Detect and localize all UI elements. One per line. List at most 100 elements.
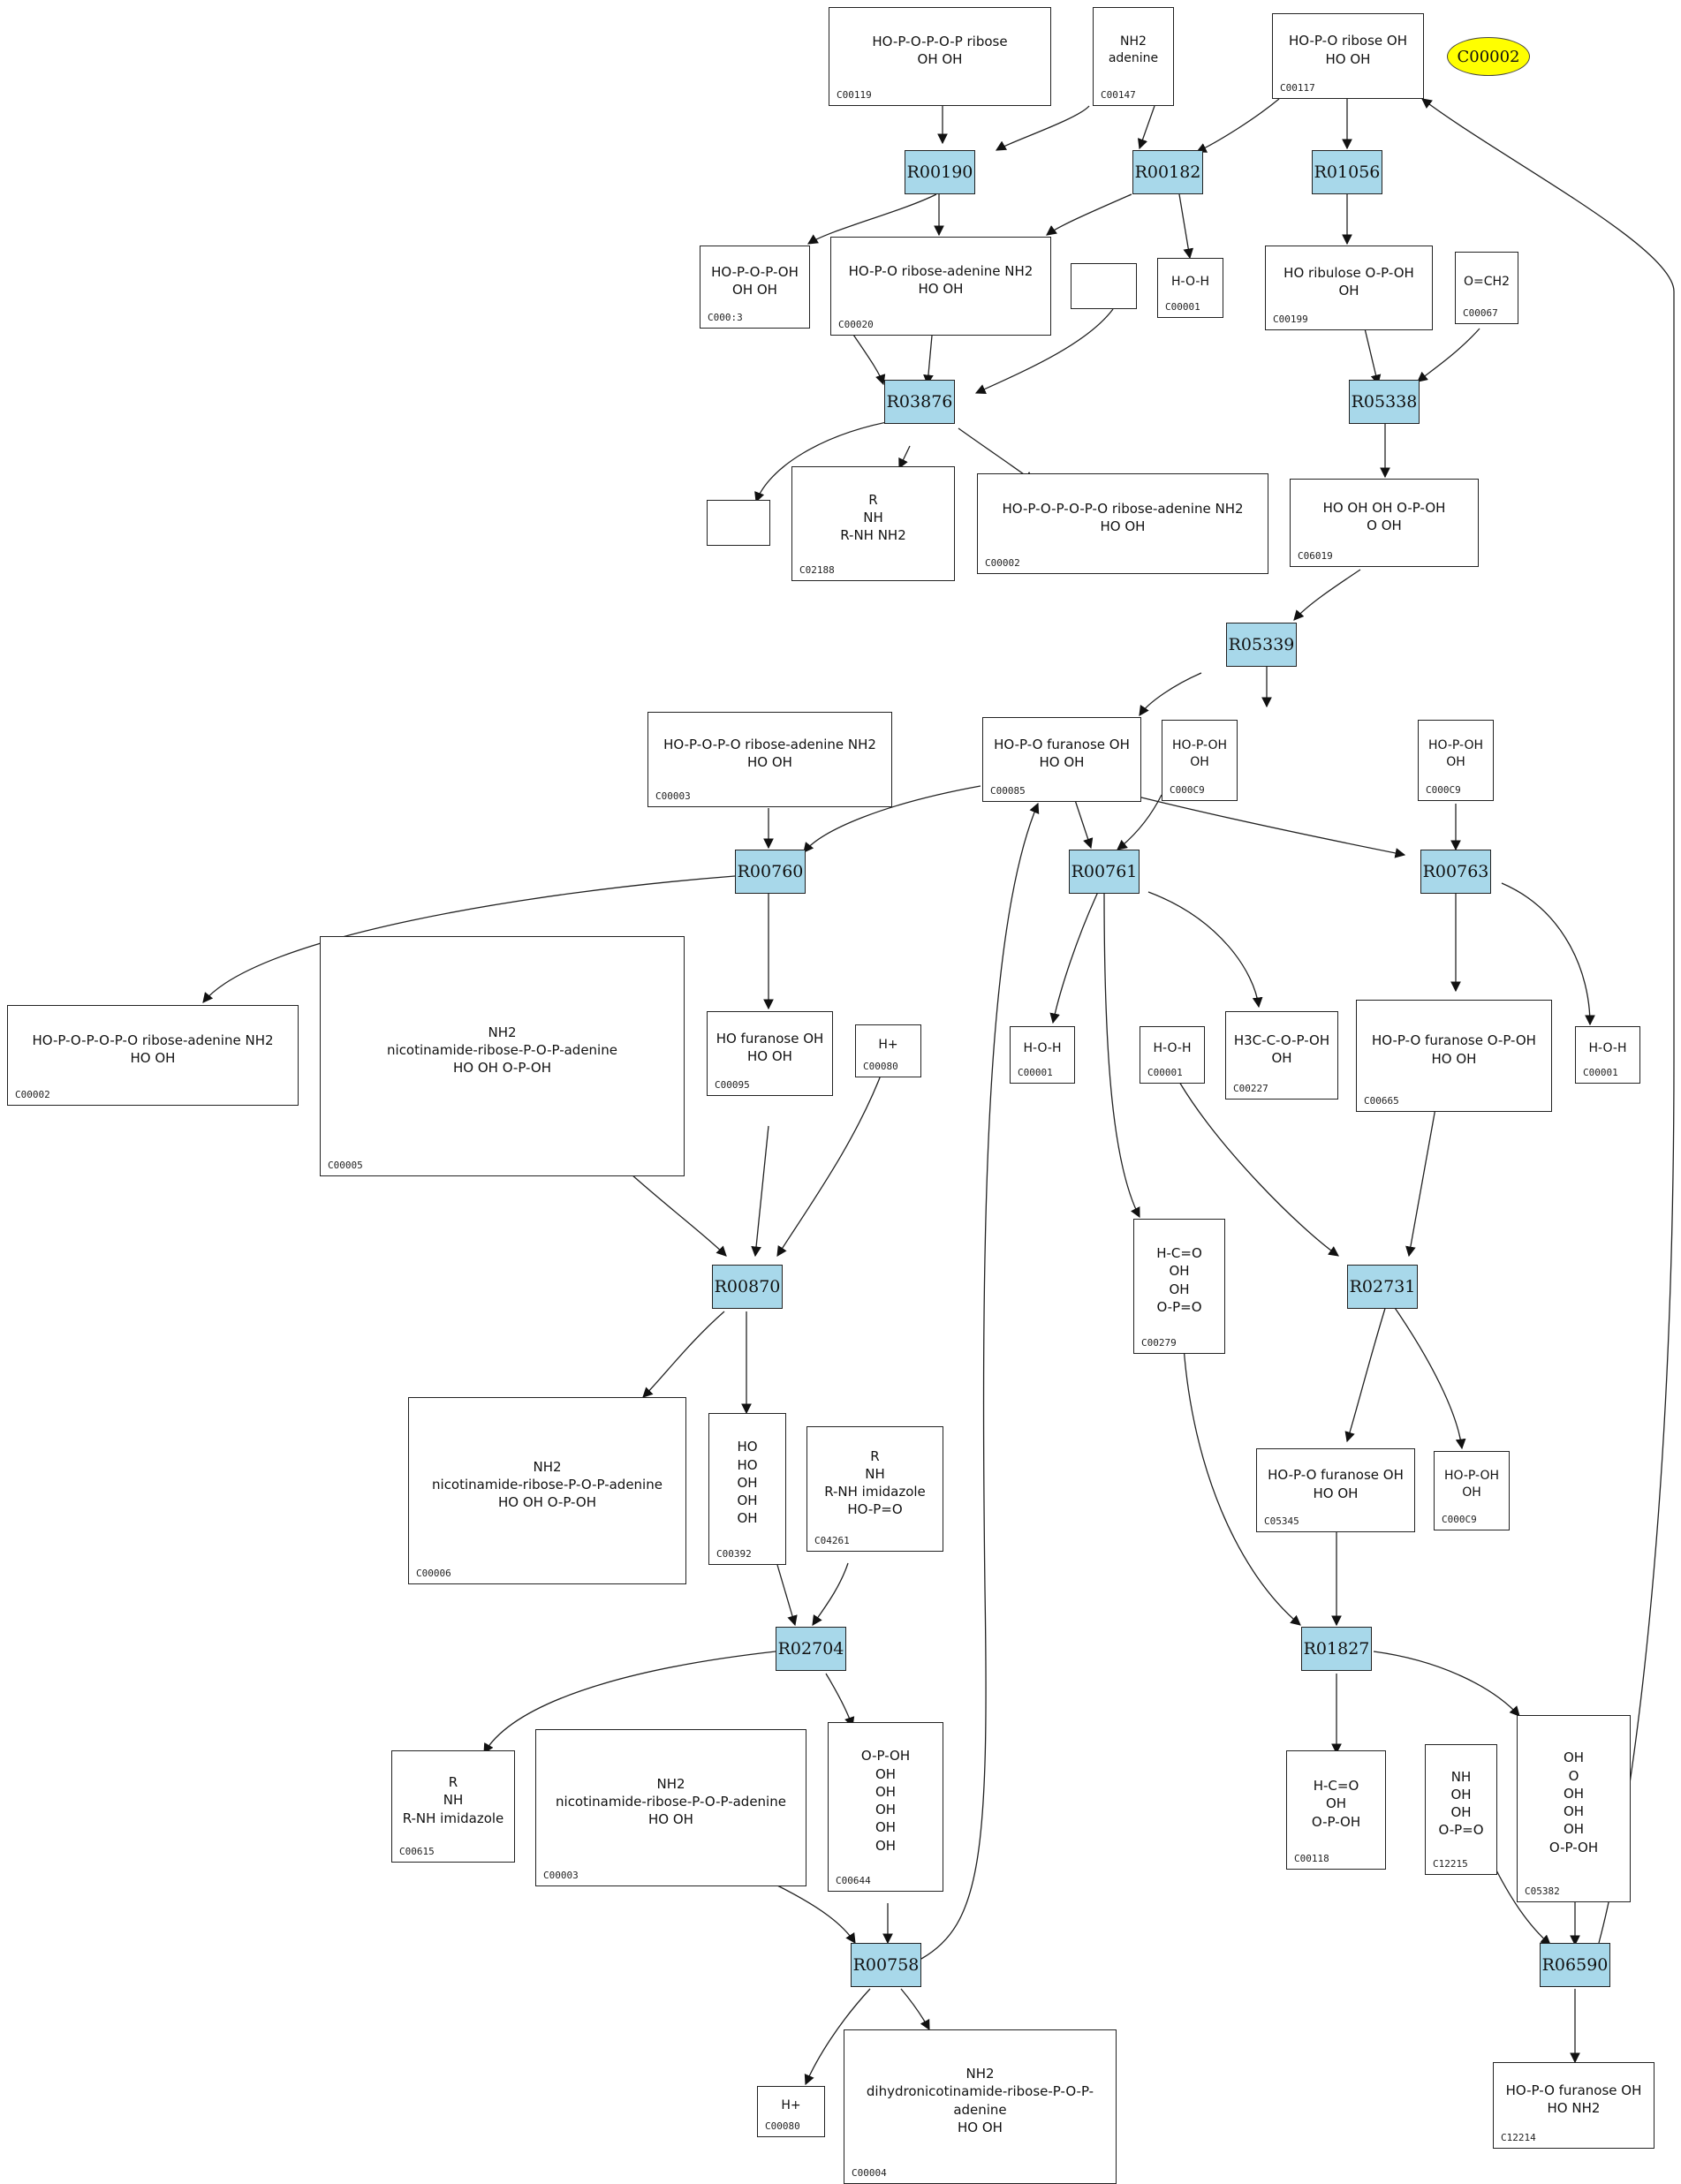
compound-c06019[interactable]: HO OH OH O-P-OH O OH C06019	[1290, 479, 1479, 567]
reaction-r00761[interactable]: R00761	[1069, 850, 1140, 894]
edge	[1147, 891, 1263, 1009]
compound-id: C00392	[716, 1548, 752, 1560]
compound-id: C00002	[985, 557, 1020, 569]
compound-c00002[interactable]: HO-P-O-P-O-P-O ribose-adenine NH2 HO OH …	[977, 473, 1268, 574]
compound-c00006[interactable]: NH2 nicotinamide-ribose-P-O-P-adenine HO…	[408, 1397, 686, 1584]
compound-c00005[interactable]: NH2 nicotinamide-ribose-P-O-P-adenine HO…	[320, 936, 685, 1176]
compound-id: C00006	[416, 1568, 451, 1579]
blank-node[interactable]	[1071, 263, 1137, 309]
compound-id: C12214	[1501, 2132, 1536, 2143]
structure: H-C=O OH O-P-OH	[1311, 1778, 1361, 1830]
edge	[751, 1125, 769, 1258]
structure: HO-P-OH OH	[1171, 738, 1228, 769]
compound-c12214[interactable]: HO-P-O furanose OH HO NH2 C12214	[1493, 2062, 1654, 2149]
structure: HO-P-O-P-O-P ribose OH OH	[872, 33, 1008, 67]
compound-c00118[interactable]: H-C=O OH O-P-OH C00118	[1286, 1750, 1386, 1870]
compound-c00279[interactable]: H-C=O OH OH O-P=O C00279	[1133, 1219, 1225, 1354]
compound-c00080[interactable]: H+ C00080	[855, 1024, 921, 1077]
compound-id: C00080	[765, 2120, 800, 2132]
structure: HO furanose OH HO OH	[716, 1030, 824, 1064]
compound-id: C12215	[1433, 1858, 1468, 1870]
compound-id: C00227	[1233, 1083, 1268, 1094]
compound-c00615[interactable]: R NH R-NH imidazole C00615	[391, 1750, 515, 1863]
highlight-node-c00002[interactable]: C00002	[1447, 37, 1530, 76]
compound-c05382[interactable]: OH O OH OH OH O-P-OH C05382	[1517, 1715, 1631, 1902]
compound-c00644[interactable]: O-P-OH OH OH OH OH OH C00644	[828, 1722, 943, 1892]
compound-c02188[interactable]: R NH R-NH NH2 C02188	[791, 466, 955, 581]
compound-c00067[interactable]: O=CH2 C00067	[1455, 252, 1518, 324]
edge	[1103, 891, 1140, 1219]
compound-c00001[interactable]: H-O-H C00001	[1575, 1026, 1640, 1084]
edge	[1072, 794, 1094, 850]
compound-c00095[interactable]: HO furanose OH HO OH C00095	[707, 1011, 833, 1096]
compound-id: C00119	[837, 89, 872, 101]
reaction-r00190[interactable]: R00190	[905, 150, 975, 194]
edge	[825, 1673, 855, 1728]
structure: HO-P-O ribose-adenine NH2 HO OH	[848, 262, 1034, 297]
reaction-r06590[interactable]: R06590	[1540, 1943, 1610, 1987]
structure: R NH R-NH NH2	[840, 491, 906, 544]
edge	[1046, 193, 1132, 236]
structure: H+	[781, 2097, 801, 2112]
edge	[923, 335, 934, 386]
compound-c00009[interactable]: HO-P-OH OH C000C9	[1418, 720, 1494, 801]
compound-c00001[interactable]: H-O-H C00001	[1140, 1026, 1205, 1084]
structure: H-O-H	[1171, 274, 1209, 289]
compound-id: C00001	[1147, 1067, 1183, 1078]
compound-id: C00001	[1165, 301, 1200, 313]
edge	[642, 1311, 725, 1398]
compound-id: C000C9	[1170, 784, 1205, 796]
compound-c00147[interactable]: NH2 adenine C00147	[1093, 7, 1174, 106]
compound-c04261[interactable]: R NH R-NH imidazole HO-P=O C04261	[806, 1426, 943, 1552]
compound-id: C000C9	[1426, 784, 1461, 796]
edge	[1492, 1863, 1551, 1946]
compound-c00117[interactable]: HO-P-O ribose OH HO OH C00117	[1272, 13, 1424, 99]
structure: HO-P-O-P-O-P-O ribose-adenine NH2 HO OH	[32, 1032, 274, 1066]
structure: HO-P-O ribose OH HO OH	[1289, 33, 1407, 67]
reaction-r01827[interactable]: R01827	[1301, 1627, 1372, 1671]
reaction-r01056[interactable]: R01056	[1312, 150, 1382, 194]
compound-c00227[interactable]: H3C-C-O-P-OH OH C00227	[1225, 1011, 1338, 1100]
compound-c00001[interactable]: H-O-H C00001	[1010, 1026, 1075, 1084]
blank-node[interactable]	[707, 500, 770, 546]
compound-c00119[interactable]: HO-P-O-P-O-P ribose OH OH C00119	[829, 7, 1051, 106]
compound-c00199[interactable]: HO ribulose O-P-OH OH C00199	[1265, 246, 1433, 330]
reaction-r00763[interactable]: R00763	[1420, 850, 1491, 894]
compound-id: C05382	[1525, 1885, 1560, 1897]
compound-c00003[interactable]: NH2 nicotinamide-ribose-P-O-P-adenine HO…	[535, 1729, 806, 1886]
compound-c05345[interactable]: HO-P-O furanose OH HO OH C05345	[1256, 1448, 1415, 1532]
structure: O=CH2	[1464, 274, 1510, 289]
compound-c00001[interactable]: H-O-H C00001	[1157, 258, 1223, 318]
compound-id: C05345	[1264, 1515, 1299, 1527]
reaction-r05339[interactable]: R05339	[1226, 623, 1297, 667]
compound-c00020[interactable]: HO-P-O ribose-adenine NH2 HO OH C00020	[830, 237, 1051, 336]
compound-c00004[interactable]: NH2 dihydronicotinamide-ribose-P-O-P-ade…	[844, 2029, 1117, 2184]
reaction-r00870[interactable]: R00870	[712, 1265, 783, 1309]
structure: HO HO OH OH OH	[737, 1439, 758, 1527]
reaction-r02704[interactable]: R02704	[776, 1627, 846, 1671]
reaction-r03876[interactable]: R03876	[884, 380, 955, 424]
compound-c00080[interactable]: H+ C00080	[757, 2086, 825, 2137]
edge	[1501, 882, 1595, 1026]
reaction-r00758[interactable]: R00758	[851, 1943, 921, 1987]
compound-c00665[interactable]: HO-P-O furanose O-P-OH HO OH C00665	[1356, 1000, 1552, 1112]
compound-c00392[interactable]: HO HO OH OH OH C00392	[708, 1413, 786, 1565]
compound-c00013[interactable]: HO-P-O-P-OH OH OH C000:3	[700, 246, 810, 329]
compound-c00003[interactable]: HO-P-O-P-O ribose-adenine NH2 HO OH C000…	[647, 712, 892, 807]
reaction-r00760[interactable]: R00760	[735, 850, 806, 894]
compound-c00002[interactable]: HO-P-O-P-O-P-O ribose-adenine NH2 HO OH …	[7, 1005, 299, 1106]
structure: NH2 nicotinamide-ribose-P-O-P-adenine HO…	[387, 1024, 617, 1077]
reaction-r02731[interactable]: R02731	[1347, 1265, 1418, 1309]
compound-c00009[interactable]: HO-P-OH OH C000C9	[1434, 1451, 1510, 1530]
reaction-r00182[interactable]: R00182	[1132, 150, 1203, 194]
compound-id: C00080	[863, 1061, 898, 1072]
structure: H-O-H	[1588, 1041, 1627, 1056]
edge	[803, 785, 981, 853]
compound-id: C00085	[990, 785, 1026, 797]
compound-c00009[interactable]: HO-P-OH OH C000C9	[1162, 720, 1238, 801]
compound-c00085[interactable]: HO-P-O furanose OH HO OH C00085	[982, 717, 1141, 802]
structure: HO-P-O-P-O ribose-adenine NH2 HO OH	[663, 736, 876, 770]
compound-c12215[interactable]: NH OH OH O-P=O C12215	[1425, 1744, 1497, 1875]
edge	[1178, 193, 1194, 260]
reaction-r05338[interactable]: R05338	[1349, 380, 1420, 424]
